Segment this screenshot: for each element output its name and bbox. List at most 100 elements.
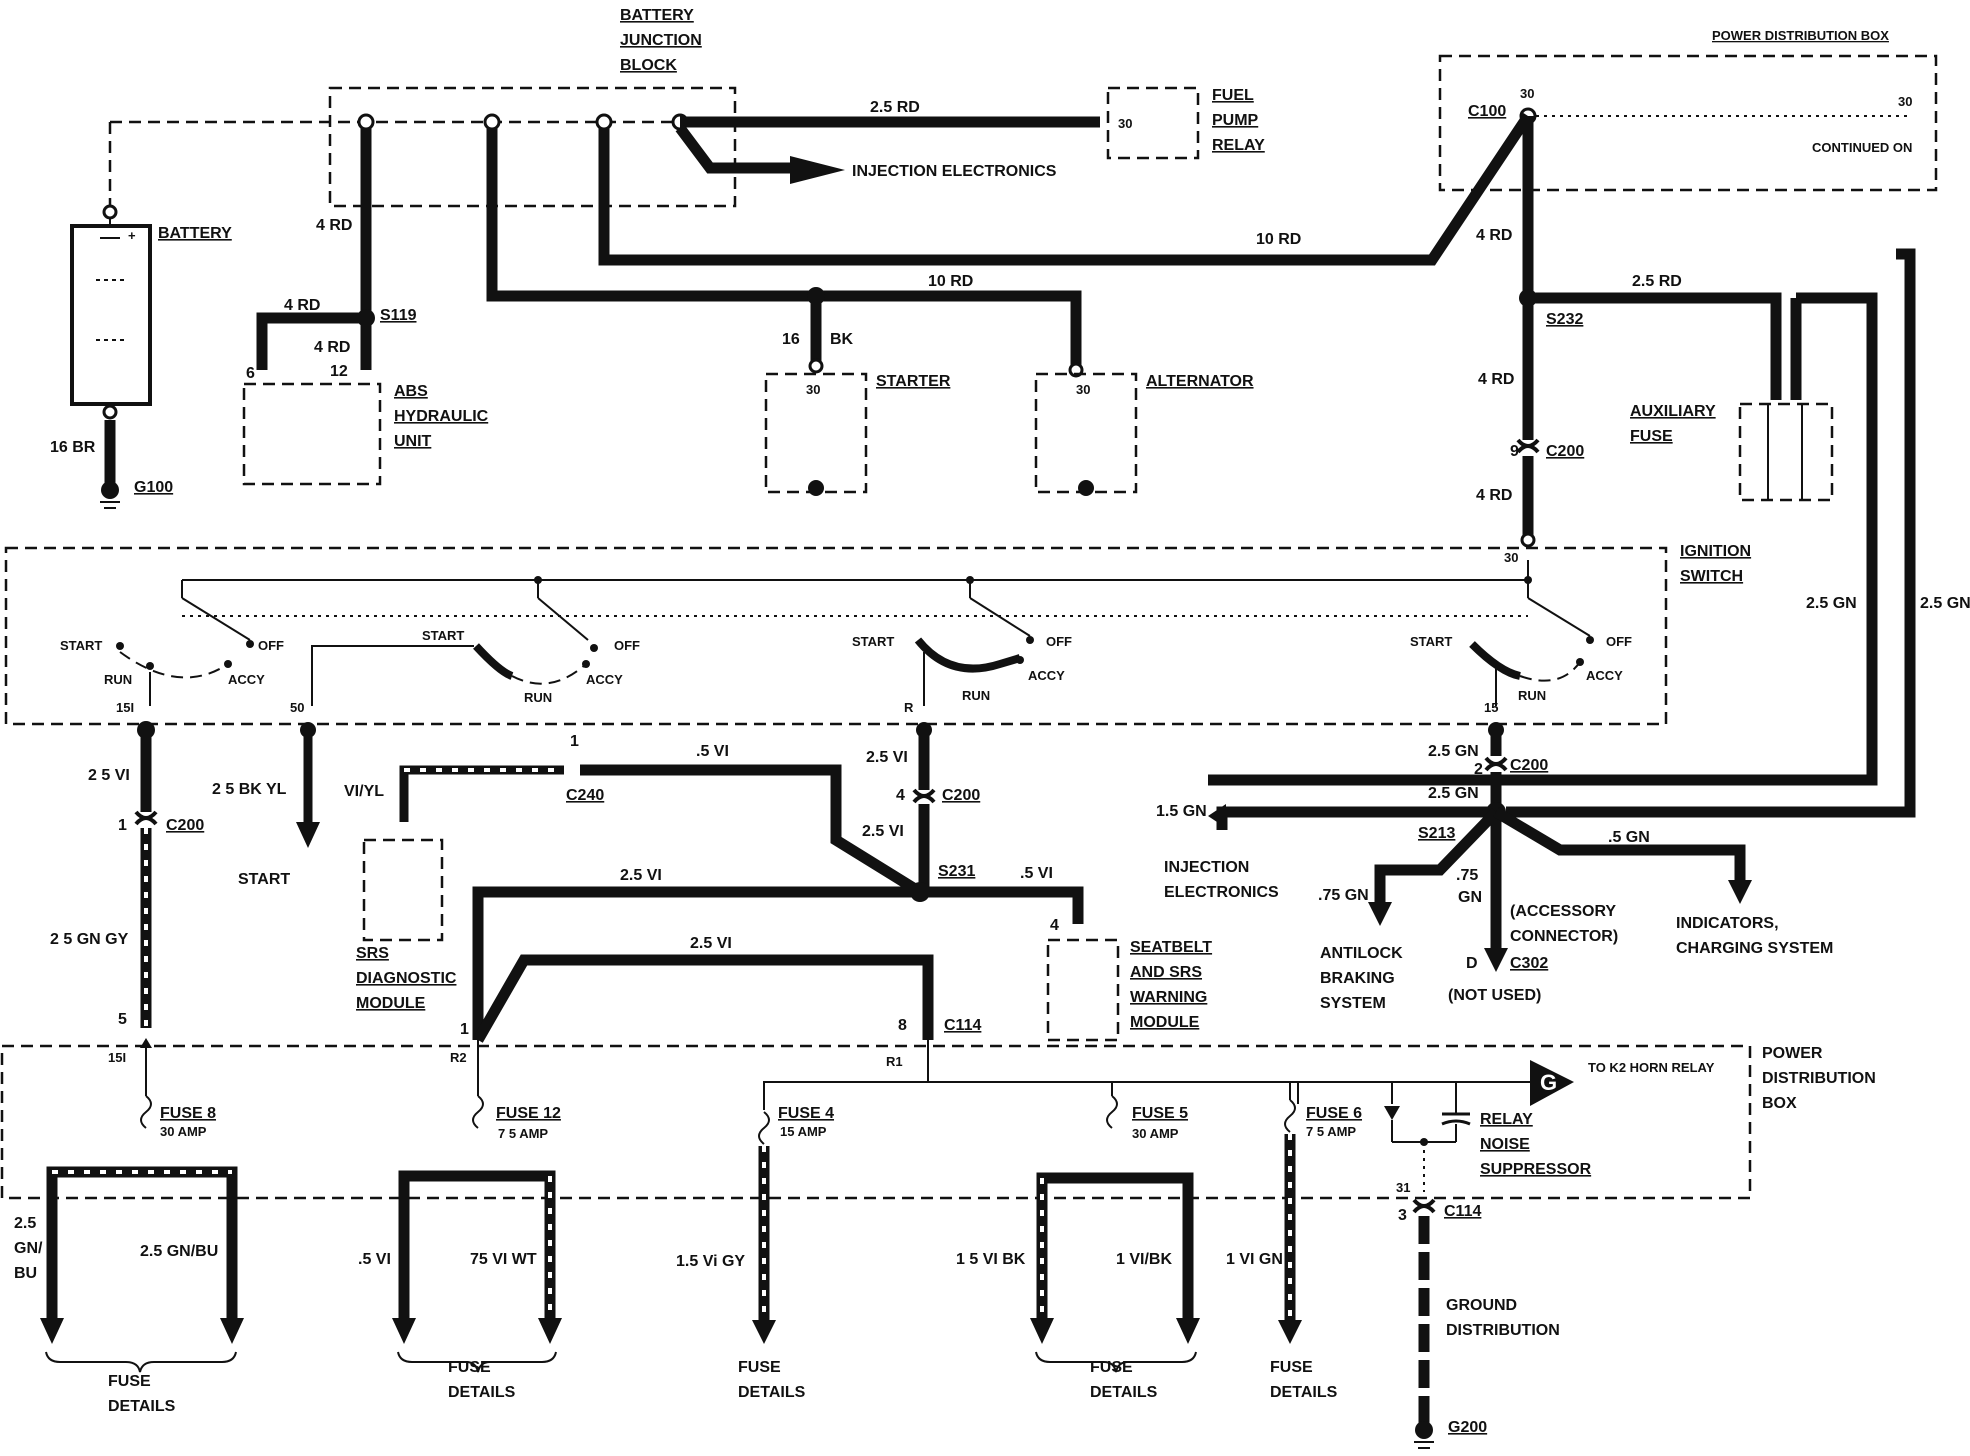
fuse-5-label: FUSE 5	[1132, 1105, 1188, 1122]
svg-text:R2: R2	[450, 1050, 467, 1065]
svg-text:1: 1	[460, 1021, 469, 1038]
svg-text:GN: GN	[1458, 889, 1482, 906]
svg-text:BK: BK	[830, 331, 854, 348]
svg-text:2.5 GN: 2.5 GN	[1920, 595, 1970, 612]
battery-junction-block-box	[328, 86, 737, 208]
fuse-8-label: FUSE 8	[160, 1105, 216, 1122]
svg-text:30 AMP: 30 AMP	[160, 1124, 207, 1139]
svg-text:4 RD: 4 RD	[1476, 227, 1512, 244]
svg-text:30: 30	[806, 382, 820, 397]
svg-text:OFF: OFF	[614, 638, 640, 653]
svg-text:2.5 GN/BU: 2.5 GN/BU	[140, 1243, 218, 1260]
svg-text:2.5 VI: 2.5 VI	[866, 749, 908, 766]
c200-mid-label: C200	[942, 787, 980, 804]
battery-symbol	[70, 224, 152, 406]
svg-text:2 5 GN GY: 2 5 GN GY	[50, 931, 129, 948]
svg-text:ACCY: ACCY	[1028, 668, 1065, 683]
svg-text:2.5 GN: 2.5 GN	[1428, 743, 1479, 760]
svg-text:15: 15	[1484, 700, 1498, 715]
svg-text:VI/YL: VI/YL	[344, 783, 384, 800]
svg-text:2: 2	[1474, 761, 1483, 778]
svg-text:R: R	[904, 700, 914, 715]
fuse-4-label: FUSE 4	[778, 1105, 834, 1122]
svg-text:RUN: RUN	[1518, 688, 1546, 703]
bjb-terminal-1	[357, 113, 375, 131]
svg-text:ACCY: ACCY	[1586, 668, 1623, 683]
svg-text:6: 6	[246, 365, 255, 382]
svg-text:RUN: RUN	[962, 688, 990, 703]
svg-text:R1: R1	[886, 1054, 903, 1069]
c200-left-label: C200	[166, 817, 204, 834]
svg-text:9: 9	[1510, 443, 1519, 460]
fuse-12-label: FUSE 12	[496, 1105, 561, 1122]
svg-text:4 RD: 4 RD	[1476, 487, 1512, 504]
bjb-terminal-3	[595, 113, 613, 131]
srs-diagnostic-module-box	[362, 838, 444, 942]
svg-text:RUN: RUN	[104, 672, 132, 687]
svg-text:1 VI GN: 1 VI GN	[1226, 1251, 1283, 1268]
pdb-top-label: POWER DISTRIBUTION BOX	[1712, 28, 1889, 43]
svg-text:16: 16	[782, 331, 800, 348]
svg-text:31: 31	[1396, 1180, 1410, 1195]
svg-text:2.5 VI: 2.5 VI	[690, 935, 732, 952]
not-used-label: (NOT USED)	[1448, 987, 1541, 1004]
c302-label: C302	[1510, 955, 1548, 972]
s213-label: S213	[1418, 825, 1455, 842]
s231-label: S231	[938, 863, 975, 880]
svg-text:2.5 GN: 2.5 GN	[1806, 595, 1857, 612]
svg-text:4 RD: 4 RD	[284, 297, 320, 314]
abs-hydraulic-unit-box	[242, 382, 382, 486]
g100-label: G100	[134, 479, 173, 496]
c100-label: C100	[1468, 103, 1506, 120]
to-k2-horn-relay-label: TO K2 HORN RELAY	[1588, 1060, 1715, 1075]
svg-text:2.5 RD: 2.5 RD	[1632, 273, 1682, 290]
svg-text:50: 50	[290, 700, 304, 715]
svg-text:1 5 VI BK: 1 5 VI BK	[956, 1251, 1026, 1268]
svg-text:4 RD: 4 RD	[314, 339, 350, 356]
auxiliary-fuse-box	[1738, 402, 1834, 502]
svg-text:2 5 BK YL: 2 5 BK YL	[212, 781, 287, 798]
svg-text:10 RD: 10 RD	[928, 273, 973, 290]
svg-text:2.5 VI: 2.5 VI	[620, 867, 662, 884]
continued-on-label: CONTINUED ON	[1812, 140, 1912, 155]
svg-text:.75: .75	[1456, 867, 1478, 884]
svg-text:75 VI WT: 75 VI WT	[470, 1251, 537, 1268]
svg-text:OFF: OFF	[1606, 634, 1632, 649]
power-distribution-box-bottom	[0, 1044, 1752, 1200]
fuse-6-label: FUSE 6	[1306, 1105, 1362, 1122]
svg-text:1.5 GN: 1.5 GN	[1156, 803, 1207, 820]
c114-mid-label: C114	[944, 1017, 981, 1034]
svg-text:1: 1	[118, 817, 127, 834]
battery-label: BATTERY	[158, 225, 232, 242]
svg-text:.5 VI: .5 VI	[696, 743, 729, 760]
svg-text:ACCY: ACCY	[228, 672, 265, 687]
starter-label: STARTER	[876, 373, 951, 390]
c240-label: C240	[566, 787, 604, 804]
svg-text:30: 30	[1898, 94, 1912, 109]
c114-bottom-label: C114	[1444, 1203, 1481, 1220]
g-marker: G	[1540, 1070, 1557, 1095]
svg-text:+: +	[128, 228, 136, 243]
svg-text:1 VI/BK: 1 VI/BK	[1116, 1251, 1172, 1268]
injection-electronics-top-label: INJECTION ELECTRONICS	[852, 163, 1057, 180]
svg-text:10 RD: 10 RD	[1256, 231, 1301, 248]
svg-text:START: START	[60, 638, 102, 653]
svg-text:5: 5	[118, 1011, 127, 1028]
svg-text:15I: 15I	[108, 1050, 126, 1065]
svg-text:1: 1	[570, 733, 579, 750]
